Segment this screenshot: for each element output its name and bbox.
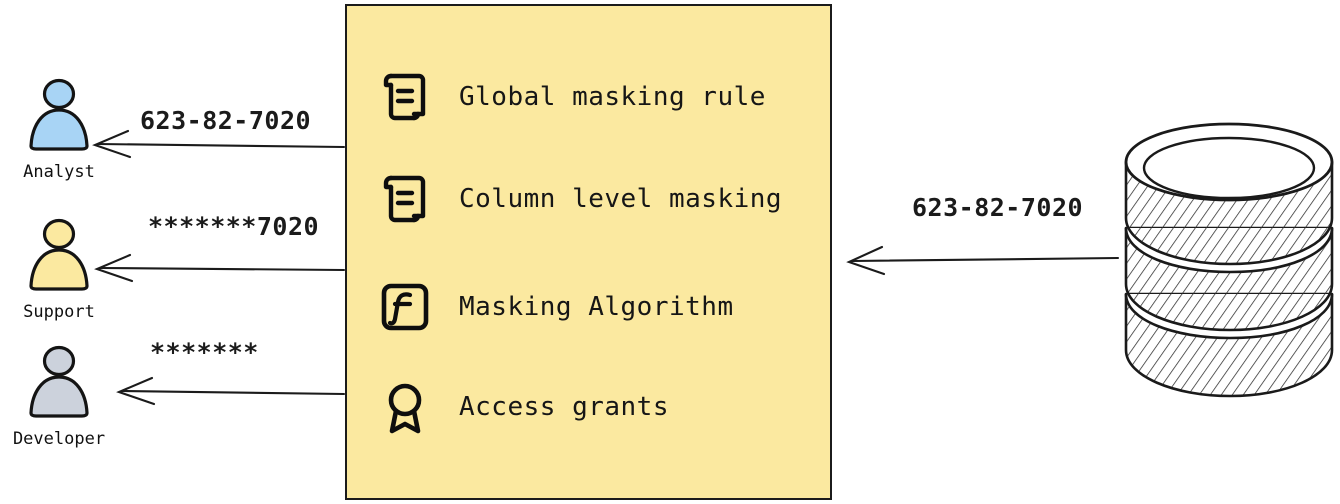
person-icon xyxy=(29,218,89,291)
analyst-value-label: 623-82-7020 xyxy=(140,106,312,135)
person-icon xyxy=(29,78,89,151)
feature-label: Access grants xyxy=(459,392,669,422)
actor-analyst: Analyst xyxy=(4,78,114,182)
arrow-from-database xyxy=(846,245,1120,276)
database-cylinder-icon xyxy=(1124,122,1334,398)
feature-list: Global masking rule Column level masking xyxy=(347,6,830,498)
actor-support: Support xyxy=(4,218,114,322)
feature-row: Masking Algorithm xyxy=(377,278,734,336)
arrow-to-support xyxy=(94,253,346,283)
masking-rules-panel: Global masking rule Column level masking xyxy=(345,4,832,500)
feature-row: Access grants xyxy=(377,378,669,436)
feature-row: Global masking rule xyxy=(377,68,766,126)
developer-value-label: ******* xyxy=(150,338,259,367)
feature-label: Column level masking xyxy=(459,184,783,214)
person-icon xyxy=(29,345,89,418)
scroll-icon xyxy=(383,175,426,223)
feature-label: Masking Algorithm xyxy=(459,292,734,322)
scroll-icon xyxy=(383,73,426,121)
actor-label: Developer xyxy=(12,429,106,449)
award-icon xyxy=(388,383,422,434)
arrow-to-developer xyxy=(116,376,346,406)
source-value-label: 623-82-7020 xyxy=(912,193,1084,222)
actor-developer: Developer xyxy=(4,345,114,449)
feature-label: Global masking rule xyxy=(459,82,766,112)
actor-label: Support xyxy=(23,302,95,322)
support-value-label: *******7020 xyxy=(148,212,320,241)
feature-row: Column level masking xyxy=(377,170,782,228)
function-icon xyxy=(381,283,429,331)
actor-label: Analyst xyxy=(23,162,95,182)
